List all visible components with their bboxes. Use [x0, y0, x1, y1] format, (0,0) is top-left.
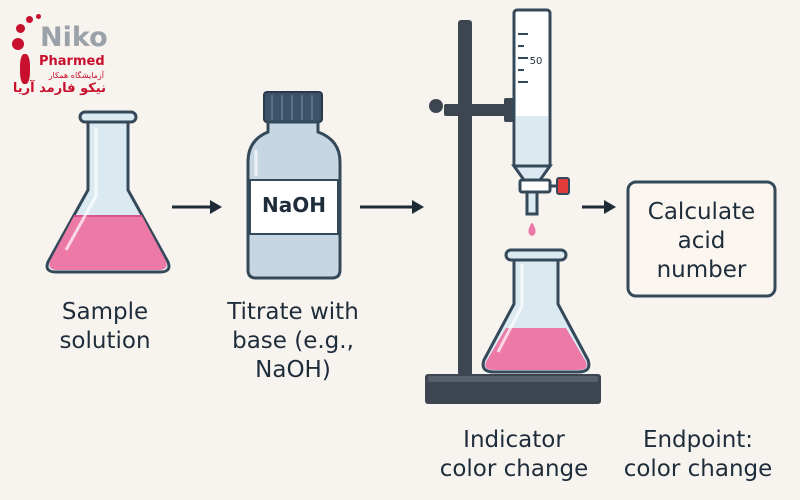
arrow-right-icon [582, 200, 616, 214]
logo-dot-icon [16, 24, 25, 33]
logo-drop-icon [20, 54, 30, 84]
logo-farsi-small: آزمایشگاه همکار [48, 71, 104, 80]
logo-dot-icon [26, 16, 33, 23]
step-titrate-label: Titrate with base (e.g., NaOH) [227, 299, 359, 383]
ring-stand-icon [425, 20, 601, 404]
step-endpoint-label: Endpoint: color change [623, 427, 773, 482]
logo-dot-icon [12, 38, 24, 50]
step-indicator-label: Indicator color change [439, 427, 589, 482]
logo-dot-icon [36, 14, 41, 19]
naoh-bottle-icon [246, 91, 342, 280]
calculate-box [626, 180, 777, 298]
arrow-right-icon [172, 200, 222, 214]
burette-icon [511, 8, 570, 236]
indicator-flask-icon [481, 248, 591, 374]
logo-name: Niko [40, 22, 108, 53]
sample-flask-icon [45, 110, 171, 274]
niko-pharmed-logo: Niko Pharmed آزمایشگاه همکار نیکو فارمد … [6, 8, 116, 108]
burette-mark: 50 [529, 56, 543, 67]
arrow-right-icon [360, 200, 424, 214]
calculate-label: Calculate acid number [647, 199, 756, 283]
logo-subtitle: Pharmed [39, 54, 105, 69]
step-sample-label: Sample solution [59, 299, 151, 354]
naoh-bottle-label: NaOH [262, 193, 326, 217]
logo-farsi-main: نیکو فارمد آریا [12, 81, 106, 96]
